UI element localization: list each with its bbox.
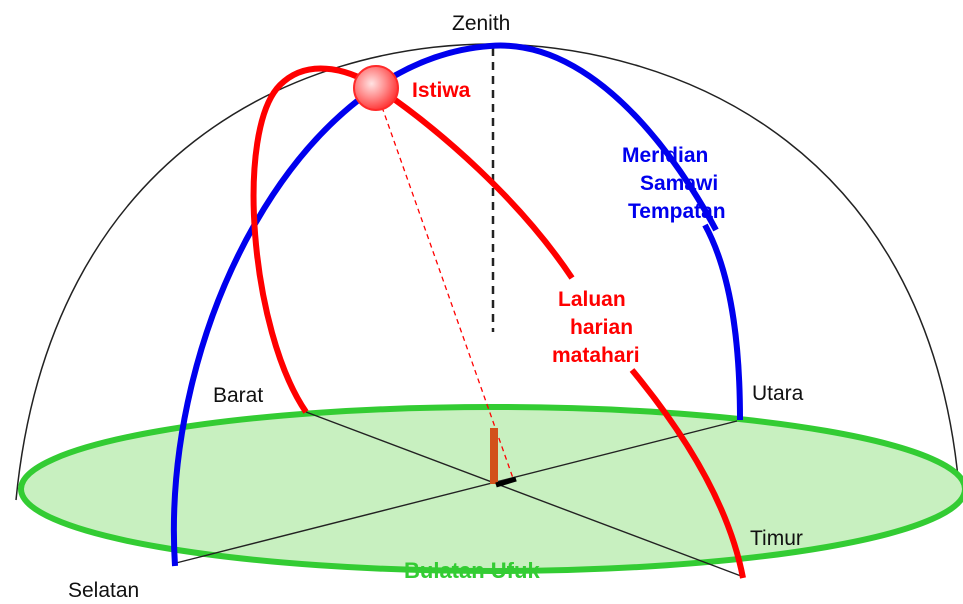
north-label: Utara (752, 382, 804, 405)
sun-path-label-line1: Laluan (558, 288, 626, 311)
istiwa-label: Istiwa (412, 79, 471, 102)
south-label: Selatan (68, 579, 139, 602)
zenith-label: Zenith (452, 12, 510, 35)
local-meridian-arc (170, 42, 719, 567)
sun-daily-path-east-upper (376, 85, 575, 280)
sun-daily-path-east-lower (629, 368, 746, 579)
horizon-label: Bulatan Ufuk (404, 558, 540, 583)
meridian-label-line3: Tempatan (628, 200, 726, 223)
sun-path-label-line2: harian (570, 316, 633, 339)
local-meridian-arc-lower (702, 223, 743, 421)
sun-path-label-line3: matahari (552, 344, 640, 367)
east-label: Timur (750, 527, 803, 550)
meridian-label-line1: Meridian (622, 144, 708, 167)
sun-daily-path-west (250, 65, 380, 414)
gnomon-pole (490, 428, 498, 484)
sun-ray-line (375, 89, 515, 482)
south-north-line (175, 420, 738, 564)
west-east-line (305, 411, 742, 577)
gnomon-shadow (495, 476, 517, 488)
west-label: Barat (213, 384, 263, 407)
sun-icon (353, 65, 399, 111)
meridian-label-line2: Samawi (640, 172, 718, 195)
